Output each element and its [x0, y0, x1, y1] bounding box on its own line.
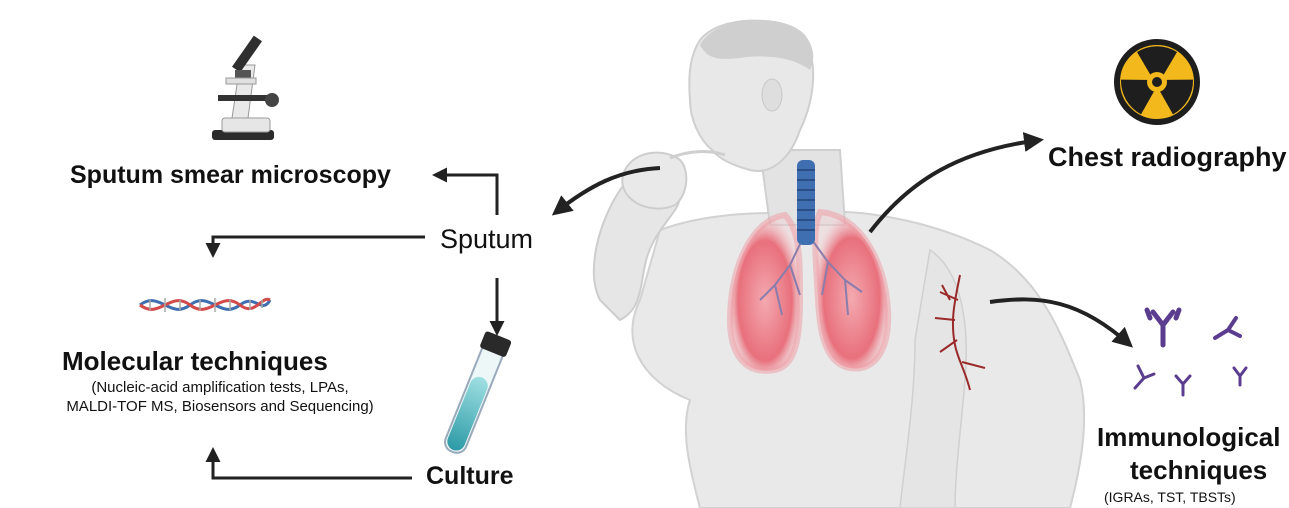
molecular-techniques-desc-1: (Nucleic-acid amplification tests, LPAs, [40, 379, 400, 397]
test-tube-icon [439, 331, 512, 457]
immunological-title-line-1: Immunological [1097, 422, 1280, 453]
immunological-title-line-2: techniques [1130, 455, 1267, 486]
microscope-icon [212, 36, 279, 140]
sputum-smear-microscopy-label: Sputum smear microscopy [70, 161, 391, 190]
arrow-culture-to-molecular [213, 450, 412, 478]
arrow-to-smear [435, 175, 497, 215]
chest-radiography-label: Chest radiography [1048, 142, 1287, 173]
dna-icon [140, 298, 270, 312]
fist [622, 153, 686, 209]
antibody-icon [1135, 310, 1246, 395]
immunological-desc: (IGRAs, TST, TBSTs) [1104, 489, 1236, 505]
molecular-techniques-title: Molecular techniques [62, 346, 328, 377]
arrow-to-molecular [213, 237, 425, 255]
ear [762, 79, 782, 111]
culture-label: Culture [426, 462, 514, 491]
molecular-techniques-desc-2: MALDI-TOF MS, Biosensors and Sequencing) [40, 398, 400, 416]
sputum-label: Sputum [440, 224, 533, 255]
trachea [797, 160, 815, 245]
trachea-rings [797, 170, 815, 230]
radiation-icon [1116, 42, 1198, 122]
